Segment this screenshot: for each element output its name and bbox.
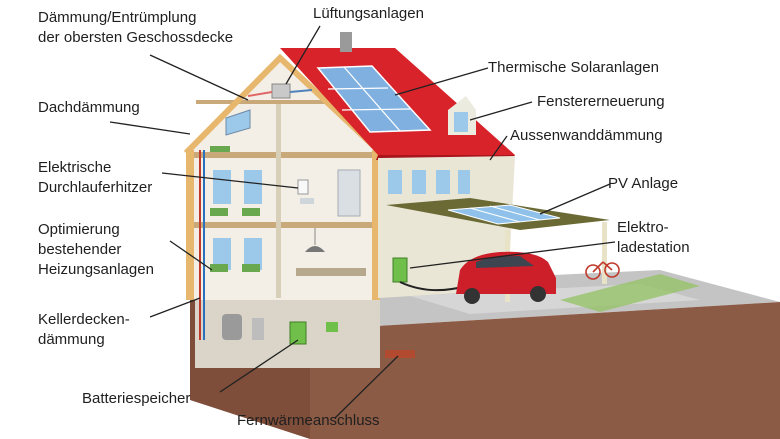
radiator-3 [242, 208, 260, 216]
left-wall-edge [186, 150, 194, 300]
facade-window-1 [388, 170, 402, 194]
leader-dach [109, 121, 191, 135]
window-f1-2 [244, 238, 262, 270]
radiator-4 [210, 264, 228, 272]
ground-side-face [310, 302, 780, 439]
counter [296, 268, 366, 276]
label-daemmung-entruempelung: Dämmung/Entrümplung der obersten Geschos… [38, 9, 234, 46]
lamp [305, 246, 325, 252]
facade-window-2 [412, 170, 426, 194]
storage-tank [222, 314, 242, 340]
label-kellerdeckendaemmung: Kellerdecken- dämmung [38, 311, 130, 348]
window-f2-1 [213, 170, 231, 204]
leader-lines [109, 25, 616, 419]
lawn-strip [560, 274, 700, 312]
label-optimierung-heizungsanlagen: Optimierung bestehender Heizungsanlagen [38, 221, 154, 278]
window-f2-2 [244, 170, 262, 204]
interior-wall [276, 100, 281, 298]
leader-heizung [169, 240, 213, 271]
boiler [252, 318, 264, 340]
facade-window-3 [436, 170, 450, 194]
shower [337, 169, 361, 217]
leader-fernwaerme [334, 355, 399, 419]
floor-slab-2 [192, 152, 375, 158]
label-aussenwanddaemmung: Aussenwanddämmung [510, 127, 663, 144]
leader-batterie [219, 339, 299, 393]
leader-pv [539, 183, 611, 215]
roof-window [225, 109, 251, 136]
leader-kellerdecke [149, 297, 201, 318]
leader-solar-thermal [394, 67, 489, 96]
label-elektrische-durchlauferhitzer: Elektrische Durchlauferhitzer [38, 159, 153, 196]
radiator-2 [210, 208, 228, 216]
meter [326, 322, 338, 332]
chimney [340, 32, 352, 52]
facade-window-4 [458, 170, 470, 194]
leader-daemmung [149, 54, 249, 101]
right-wall-edge [372, 150, 380, 300]
leader-ladestation [409, 241, 616, 269]
radiator-5 [242, 264, 260, 272]
solar-thermal-panels [316, 65, 432, 133]
district-heating-pipe [385, 350, 415, 358]
leader-lueftung [285, 25, 321, 85]
label-fernwaermeanschluss: Fernwärmeanschluss [237, 412, 380, 429]
leader-durchlauf [161, 172, 299, 189]
bicycle [585, 264, 601, 280]
label-elektroladestation: Elektro- ladestation [617, 219, 690, 256]
label-pv-anlage: PV Anlage [608, 175, 679, 192]
label-batteriespeicher: Batteriespeicher [82, 390, 191, 407]
leader-fenster [469, 101, 533, 121]
ventilation-unit [271, 83, 291, 99]
bath-sink [300, 198, 314, 204]
leader-aussenwand [489, 135, 508, 161]
label-dachdaemmung: Dachdämmung [38, 99, 140, 116]
wallbox [392, 257, 408, 283]
carport-post-2 [602, 222, 607, 284]
label-lueftungsanlagen: Lüftungsanlagen [313, 5, 424, 22]
battery-storage [289, 321, 307, 345]
label-thermische-solaranlagen: Thermische Solaranlagen [488, 59, 659, 76]
label-fenstererneuerung: Fenstererneuerung [537, 93, 665, 110]
radiator-1 [210, 146, 230, 152]
window-f1-1 [213, 238, 231, 270]
water-heater [297, 179, 309, 195]
floor-slab-1 [192, 222, 375, 228]
